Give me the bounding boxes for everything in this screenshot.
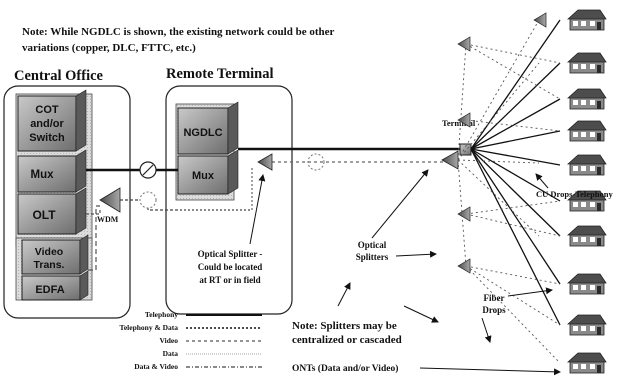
cot-switch-block: [17, 95, 77, 152]
top-note-line1: Note: While NGDLC is shown, the existing…: [22, 26, 335, 38]
house-7: [567, 225, 607, 247]
house-3: [567, 88, 607, 110]
video-trans-block: [21, 239, 81, 275]
wdm-label: WDM: [97, 215, 119, 224]
remote-terminal-title: Remote Terminal: [166, 66, 274, 82]
top-note-line2: variations (copper, DLC, FTTC, etc.): [22, 42, 196, 54]
cot-label-3: Switch: [29, 132, 65, 144]
house-5: [567, 154, 607, 176]
splitter-3-icon: [457, 112, 471, 128]
terminal-label: Terminal: [442, 118, 476, 128]
olt-label: OLT: [32, 208, 56, 222]
splitter-2-icon: [457, 36, 471, 52]
legend-label-4: Data & Video: [134, 362, 178, 371]
edfa-block: [21, 275, 81, 301]
house-1: [567, 9, 607, 31]
cu-drop-lines: [470, 19, 561, 326]
legend: Telephony Telephony & Data Video Data Da…: [120, 310, 262, 371]
fiber-drops-label-1: Fiber: [484, 293, 505, 303]
house-10: [567, 352, 607, 374]
wdm-icon: [99, 187, 121, 213]
rt-splitter-label-1: Optical Splitter -: [198, 249, 263, 259]
house-9: [567, 314, 607, 336]
house-2: [567, 52, 607, 74]
ngdlc-label: NGDLC: [183, 127, 222, 139]
cot-label-2: and/or: [30, 118, 64, 130]
house-8: [567, 273, 607, 295]
house-4: [567, 120, 607, 142]
legend-label-1: Telephony & Data: [120, 323, 179, 332]
cu-drops-label: CU Drops-Telephony: [536, 189, 614, 199]
splitter-5-icon: [457, 258, 471, 274]
splitter-4-icon: [457, 206, 471, 222]
legend-label-0: Telephony: [145, 310, 178, 319]
field-splitters: [457, 12, 547, 274]
cot-label-1: COT: [35, 104, 59, 116]
fiber-drop-lines: [457, 19, 561, 364]
fiber-drops-label-2: Drops: [482, 305, 506, 315]
edfa-label: EDFA: [35, 284, 64, 296]
rt-mux-label: Mux: [192, 170, 215, 182]
video-trans-label-1: Video: [35, 246, 63, 258]
optical-splitter-main-icon: [441, 150, 459, 170]
note-splitters-line2: centralized or cascaded: [292, 334, 402, 346]
central-office-title: Central Office: [14, 68, 104, 84]
note-splitters-line1: Note: Splitters may be: [292, 320, 397, 332]
splitter-1-icon: [533, 12, 547, 28]
rt-splitter-label-3: at RT or in field: [199, 275, 260, 285]
rt-optical-splitter-icon: [257, 153, 273, 171]
co-video-node-icon: [139, 191, 157, 209]
legend-label-2: Video: [160, 336, 179, 345]
legend-label-3: Data: [163, 349, 179, 358]
optical-splitters-label-1: Optical: [358, 240, 387, 250]
olt-block: [17, 193, 77, 235]
video-trans-label-2: Trans.: [34, 259, 65, 271]
rt-splitter-label-2: Could be located: [198, 262, 263, 272]
optical-splitters-label-2: Splitters: [356, 252, 389, 262]
rt-mux-block: [177, 155, 229, 195]
terminal-block: [459, 143, 472, 156]
onts-label: ONTs (Data and/or Video): [292, 363, 398, 374]
co-mux-label: Mux: [31, 169, 55, 181]
central-office-box: [3, 85, 131, 319]
